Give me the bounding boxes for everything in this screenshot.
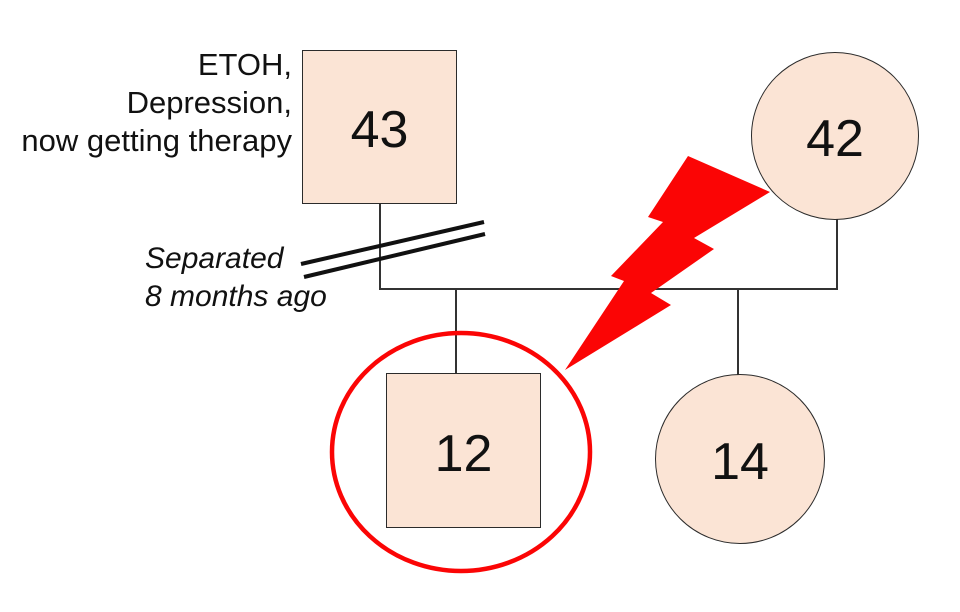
separation-note-line: Separated [145, 242, 284, 275]
identified-patient-circle [329, 330, 593, 574]
conflict-lightning-icon [565, 156, 770, 370]
separation-note: Separated 8 months ago [145, 240, 327, 316]
separation-note-line: 8 months ago [145, 280, 327, 313]
mother-circle: 42 [751, 52, 919, 220]
daughter-circle: 14 [655, 374, 825, 544]
daughter-age-label: 14 [711, 433, 769, 491]
father-square: 43 [302, 50, 457, 204]
father-annotation-line: now getting therapy [21, 123, 292, 158]
son-age-label: 12 [434, 424, 493, 483]
father-age-label: 43 [350, 101, 409, 159]
mother-age-label: 42 [806, 110, 864, 168]
separation-slash-2 [303, 232, 486, 279]
father-annotation: ETOH, Depression, now getting therapy [0, 46, 292, 160]
father-annotation-line: ETOH, [197, 47, 292, 82]
son-square: 12 [386, 373, 541, 528]
father-annotation-line: Depression, [126, 85, 292, 120]
separation-slash-1 [300, 220, 485, 266]
